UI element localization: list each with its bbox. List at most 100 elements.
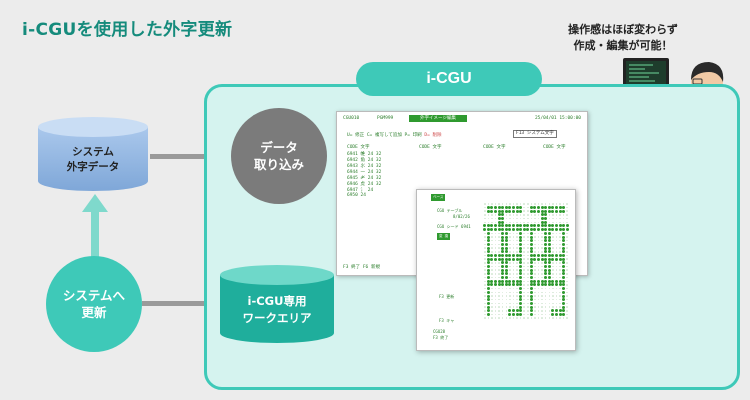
glyph-dot[interactable]	[559, 317, 561, 319]
glyph-dot[interactable]	[516, 265, 518, 268]
glyph-dot[interactable]	[494, 302, 497, 305]
glyph-dot[interactable]	[486, 298, 490, 302]
glyph-dot[interactable]	[498, 236, 500, 238]
glyph-dot[interactable]	[504, 279, 508, 283]
glyph-dot[interactable]	[497, 224, 501, 228]
glyph-dot[interactable]	[562, 253, 566, 257]
glyph-dot[interactable]	[508, 257, 512, 261]
glyph-dot[interactable]	[523, 269, 525, 271]
glyph-dot[interactable]	[515, 312, 519, 316]
glyph-dot[interactable]	[523, 239, 525, 242]
glyph-dot[interactable]	[504, 268, 508, 272]
glyph-dot[interactable]	[484, 276, 486, 279]
glyph-dot[interactable]	[544, 313, 547, 316]
glyph-dot[interactable]	[504, 239, 508, 243]
glyph-dot[interactable]	[512, 247, 515, 249]
glyph-dot[interactable]	[515, 206, 519, 210]
glyph-dot[interactable]	[512, 251, 515, 253]
glyph-dot[interactable]	[512, 269, 515, 271]
glyph-dot[interactable]	[519, 272, 523, 276]
glyph-dot[interactable]	[537, 302, 540, 305]
glyph-dot[interactable]	[534, 298, 536, 301]
glyph-dot[interactable]	[491, 247, 493, 249]
glyph-dot[interactable]	[484, 206, 486, 209]
glyph-dot[interactable]	[537, 283, 541, 287]
glyph-dot[interactable]	[562, 203, 565, 205]
glyph-dot[interactable]	[530, 317, 533, 319]
glyph-dot[interactable]	[491, 317, 493, 319]
glyph-dot[interactable]	[558, 309, 562, 313]
glyph-dot[interactable]	[554, 312, 558, 316]
glyph-dot[interactable]	[501, 203, 504, 205]
glyph-dot[interactable]	[494, 206, 498, 210]
glyph-dot[interactable]	[523, 284, 525, 286]
glyph-dot[interactable]	[504, 250, 508, 254]
glyph-dot[interactable]	[540, 213, 544, 217]
glyph-dot[interactable]	[541, 269, 543, 271]
glyph-dot[interactable]	[529, 228, 533, 232]
glyph-dot[interactable]	[544, 279, 548, 283]
glyph-dot[interactable]	[566, 239, 568, 242]
glyph-dot[interactable]	[544, 306, 547, 308]
glyph-dot[interactable]	[487, 214, 490, 216]
glyph-dot[interactable]	[558, 279, 562, 283]
glyph-dot[interactable]	[566, 280, 568, 283]
glyph-dot[interactable]	[541, 243, 543, 246]
glyph-dot[interactable]	[552, 217, 554, 220]
glyph-dot[interactable]	[534, 239, 536, 242]
glyph-dot[interactable]	[547, 206, 551, 210]
glyph-dot[interactable]	[491, 221, 493, 224]
glyph-dot[interactable]	[541, 239, 543, 242]
glyph-dot[interactable]	[511, 309, 515, 313]
glyph-dot[interactable]	[494, 209, 498, 213]
glyph-dot[interactable]	[498, 287, 500, 290]
glyph-dot[interactable]	[523, 236, 525, 238]
glyph-dot[interactable]	[497, 257, 501, 261]
glyph-dot[interactable]	[523, 206, 525, 209]
glyph-dot[interactable]	[537, 203, 540, 205]
glyph-dot[interactable]	[484, 291, 486, 294]
glyph-dot[interactable]	[494, 279, 498, 283]
glyph-dot[interactable]	[498, 247, 500, 249]
glyph-dot[interactable]	[541, 310, 543, 312]
glyph-dot[interactable]	[490, 279, 494, 283]
glyph-dot[interactable]	[529, 276, 533, 280]
glyph-dot[interactable]	[512, 221, 515, 224]
glyph-dot[interactable]	[552, 265, 554, 268]
glyph-dot[interactable]	[529, 283, 533, 287]
glyph-dot[interactable]	[537, 298, 540, 301]
glyph-dot[interactable]	[534, 276, 536, 279]
glyph-dot[interactable]	[527, 232, 529, 235]
glyph-dot[interactable]	[537, 291, 540, 294]
glyph-dot[interactable]	[541, 298, 543, 301]
glyph-dot[interactable]	[541, 317, 543, 319]
glyph-dot[interactable]	[559, 247, 561, 249]
glyph-dot[interactable]	[562, 309, 566, 313]
glyph-dot[interactable]	[508, 309, 512, 313]
glyph-dot[interactable]	[519, 279, 523, 283]
glyph-dot[interactable]	[519, 298, 523, 302]
glyph-dot[interactable]	[544, 261, 548, 265]
glyph-dot[interactable]	[501, 291, 504, 294]
glyph-dot[interactable]	[519, 276, 523, 280]
glyph-dot[interactable]	[530, 214, 533, 216]
glyph-dot[interactable]	[509, 217, 511, 220]
glyph-dot[interactable]	[534, 306, 536, 308]
glyph-dot[interactable]	[555, 302, 558, 305]
glyph-dot[interactable]	[554, 309, 558, 313]
glyph-dot[interactable]	[494, 251, 497, 253]
glyph-dot[interactable]	[551, 312, 555, 316]
glyph-dot[interactable]	[547, 272, 551, 276]
glyph-dot[interactable]	[566, 254, 568, 257]
glyph-dot[interactable]	[534, 251, 536, 253]
glyph-dot[interactable]	[540, 217, 544, 221]
glyph-dot[interactable]	[501, 235, 505, 239]
glyph-dot[interactable]	[501, 283, 505, 287]
glyph-dot[interactable]	[541, 247, 543, 249]
glyph-dot[interactable]	[516, 239, 518, 242]
glyph-dot[interactable]	[555, 217, 558, 220]
glyph-dot[interactable]	[486, 224, 490, 228]
glyph-dot[interactable]	[494, 203, 497, 205]
glyph-dot[interactable]	[537, 239, 540, 242]
glyph-dot[interactable]	[519, 221, 522, 224]
